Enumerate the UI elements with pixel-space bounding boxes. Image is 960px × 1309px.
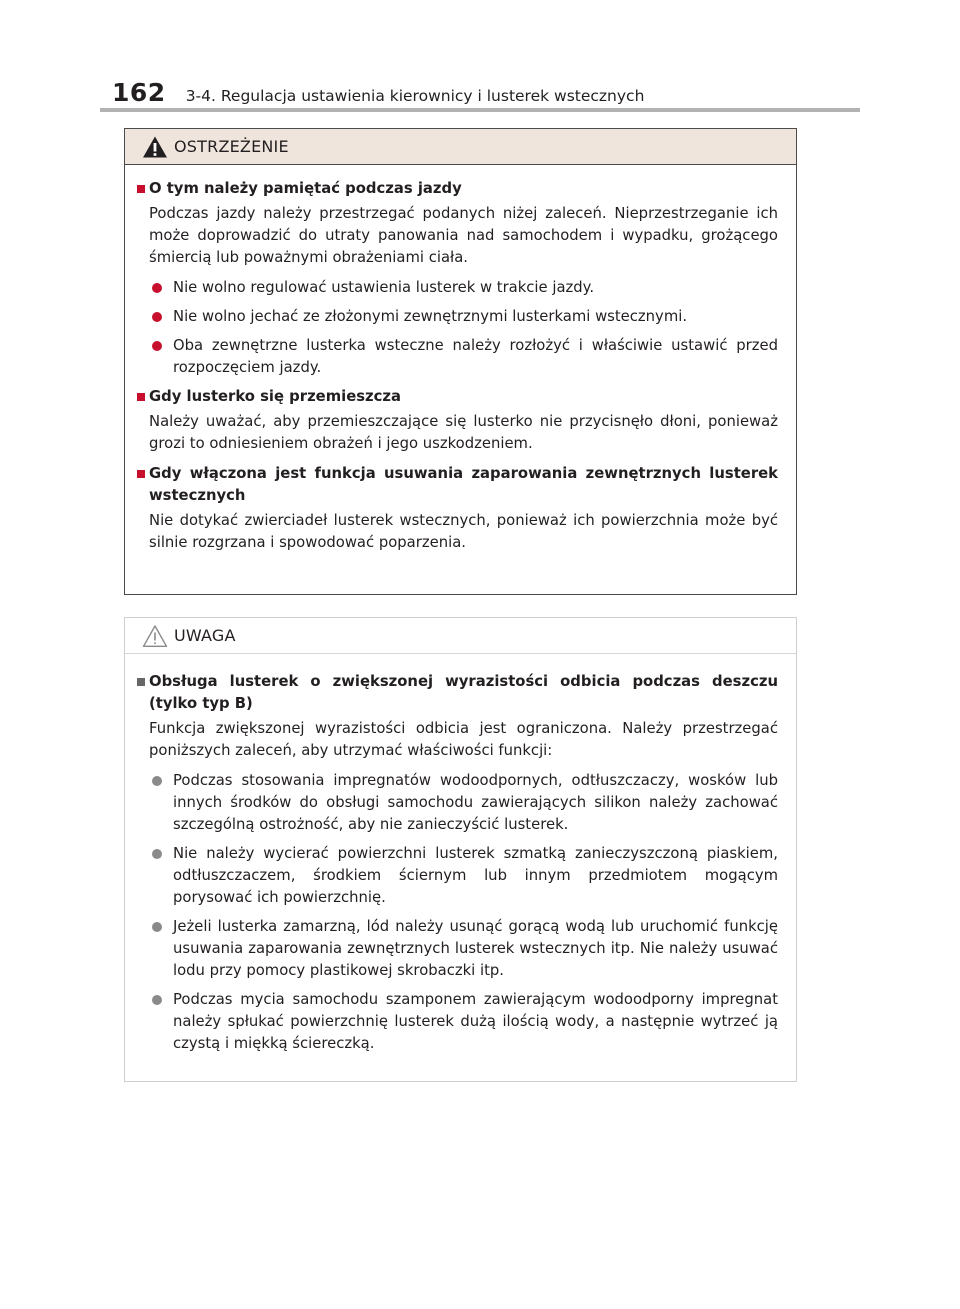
square-bullet-icon [137, 470, 145, 478]
caution-box-header: UWAGA [125, 618, 796, 654]
caution-section-text: Funkcja zwiększonej wyrazistości odbicia… [149, 720, 778, 759]
warning-box-body: O tym należy pamiętać podczas jazdy Podc… [125, 165, 796, 554]
warning-section-title: O tym należy pamiętać podczas jazdy [137, 178, 778, 200]
warning-section-title-text: O tym należy pamiętać podczas jazdy [149, 180, 462, 197]
list-item: Jeżeli lusterka zamarzną, lód należy usu… [137, 916, 778, 982]
warning-section-title-text: Gdy włączona jest funkcja usuwania zapar… [149, 465, 778, 504]
caution-section-title-text: Obsługa lusterek o zwiększonej wyrazisto… [149, 673, 778, 712]
bullet-dot-icon [152, 776, 162, 786]
square-bullet-icon [137, 185, 145, 193]
warning-box-label: OSTRZEŻENIE [174, 137, 289, 156]
bullet-dot-icon [152, 283, 162, 293]
list-item-text: Oba zewnętrzne lusterka wsteczne należy … [173, 337, 778, 376]
bullet-dot-icon [152, 922, 162, 932]
warning-triangle-filled-icon [143, 136, 167, 157]
bullet-dot-icon [152, 341, 162, 351]
list-item-text: Nie należy wycierać powierzchni lusterek… [173, 845, 778, 906]
list-item-text: Jeżeli lusterka zamarzną, lód należy usu… [173, 918, 778, 979]
warning-box: OSTRZEŻENIE O tym należy pamiętać podcza… [124, 128, 797, 595]
caution-box: UWAGA Obsługa lusterek o zwiększonej wyr… [124, 617, 797, 1082]
list-item-text: Nie wolno jechać ze złożonymi zewnętrzny… [173, 308, 688, 325]
warning-section-title: Gdy włączona jest funkcja usuwania zapar… [137, 463, 778, 507]
bullet-dot-icon [152, 849, 162, 859]
bullet-dot-icon [152, 312, 162, 322]
warning-section-text: Należy uważać, aby przemieszczające się … [149, 413, 778, 452]
caution-box-label: UWAGA [174, 626, 236, 645]
list-item-text: Nie wolno regulować ustawienia lusterek … [173, 279, 595, 296]
bullet-dot-icon [152, 995, 162, 1005]
list-item-text: Podczas mycia samochodu szamponem zawier… [173, 991, 778, 1052]
list-item: Nie wolno jechać ze złożonymi zewnętrzny… [137, 306, 778, 328]
list-item: Podczas mycia samochodu szamponem zawier… [137, 989, 778, 1055]
section-title: 3-4. Regulacja ustawienia kierownicy i l… [185, 87, 645, 105]
list-item: Podczas stosowania impregnatów wodoodpor… [137, 770, 778, 836]
square-bullet-icon [137, 393, 145, 401]
warning-section-title: Gdy lusterko się przemieszcza [137, 386, 778, 408]
header-rule [100, 108, 860, 112]
list-item: Oba zewnętrzne lusterka wsteczne należy … [137, 335, 778, 379]
square-bullet-icon [137, 678, 145, 686]
warning-box-header: OSTRZEŻENIE [125, 129, 796, 165]
page-header: 162 3-4. Regulacja ustawienia kierownicy… [112, 78, 644, 107]
list-item: Nie należy wycierać powierzchni lusterek… [137, 843, 778, 909]
page-number: 162 [112, 78, 166, 107]
caution-triangle-outline-icon [142, 624, 168, 647]
warning-section-text: Podczas jazdy należy przestrzegać podany… [149, 205, 778, 266]
list-item: Nie wolno regulować ustawienia lusterek … [137, 277, 778, 299]
warning-section-title-text: Gdy lusterko się przemieszcza [149, 388, 402, 405]
caution-section-title: Obsługa lusterek o zwiększonej wyrazisto… [137, 671, 778, 715]
list-item-text: Podczas stosowania impregnatów wodoodpor… [173, 772, 778, 833]
caution-box-body: Obsługa lusterek o zwiększonej wyrazisto… [125, 654, 796, 1055]
warning-section-text: Nie dotykać zwierciadeł lusterek wsteczn… [149, 512, 778, 551]
